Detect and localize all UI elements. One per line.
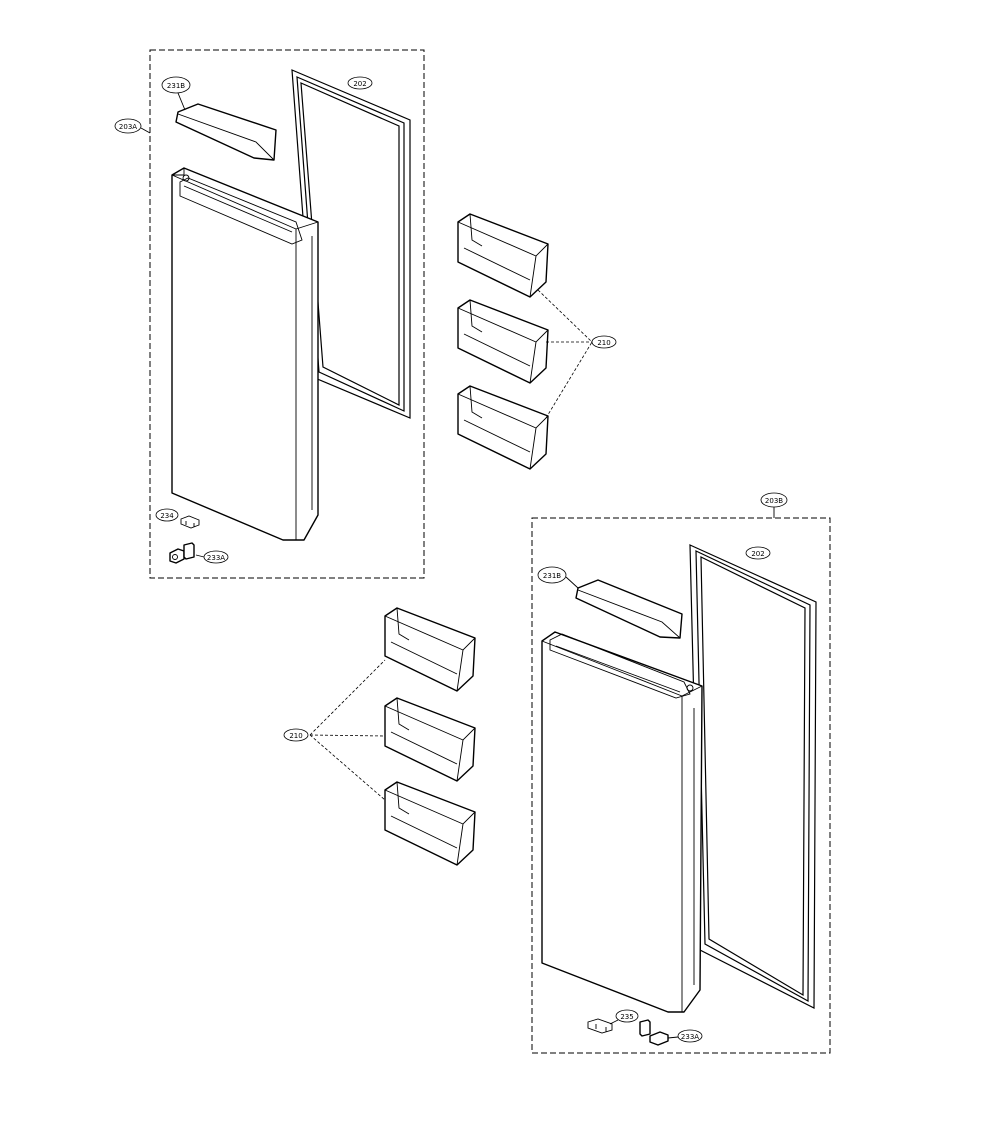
left-door-panel [171, 167, 319, 541]
right-door-handle-trim [575, 579, 683, 639]
left-door-assembly: 231B 203A 202 234 233A [114, 49, 425, 579]
callout-handle-right: 231B [537, 566, 579, 589]
callout-text-basket-left-group: 210 [289, 732, 302, 740]
callout-text-hinge-left-a: 234 [160, 512, 174, 520]
callout-door-left-assy: 203A [114, 118, 151, 134]
callout-text-basket-right-group: 210 [597, 339, 610, 347]
left-hinge-part-b [169, 542, 195, 564]
callout-text-hinge-right-a: 235 [620, 1013, 633, 1021]
callout-gasket-left: 202 [347, 76, 373, 90]
right-assembly-boundary [531, 517, 831, 1054]
callout-text-handle-right: 231B [543, 572, 561, 580]
callout-door-right-assy: 203B [760, 492, 788, 518]
basket-group-lower: 210 [283, 607, 476, 866]
left-assembly-boundary [149, 49, 425, 579]
left-door-handle-trim [175, 103, 277, 161]
callout-handle-left: 231B [161, 76, 191, 111]
callout-basket-left-group: 210 [283, 728, 309, 742]
door-basket [457, 213, 549, 298]
callout-text-door-left-assy: 203A [119, 123, 137, 131]
right-door-panel [541, 631, 703, 1013]
right-door-assembly: 203B 231B 202 235 233A [531, 492, 831, 1054]
door-basket [384, 697, 476, 782]
door-basket [384, 607, 476, 692]
callout-text-hinge-left-b: 233A [207, 554, 225, 562]
basket-group-upper: 210 [457, 213, 617, 470]
door-basket [457, 299, 549, 384]
callout-text-hinge-right-b: 233A [681, 1033, 699, 1041]
callout-hinge-right-b: 233A [667, 1029, 703, 1043]
right-hinge-part-a [587, 1018, 613, 1034]
callout-text-handle-left: 231B [167, 82, 185, 90]
right-hinge-part-b [639, 1019, 669, 1046]
left-hinge-part-a [180, 515, 200, 529]
callout-text-gasket-right: 202 [751, 550, 764, 558]
callout-gasket-right: 202 [745, 546, 771, 560]
door-basket [384, 781, 476, 866]
callout-text-door-right-assy: 203B [765, 497, 783, 505]
door-basket [457, 385, 549, 470]
callout-hinge-right-a: 235 [609, 1009, 639, 1025]
callout-text-gasket-left: 202 [353, 80, 366, 88]
callout-hinge-left-a: 234 [155, 508, 179, 522]
callout-hinge-left-b: 233A [195, 550, 229, 564]
right-door-gasket [689, 544, 817, 1009]
callout-basket-right-group: 210 [591, 335, 617, 349]
